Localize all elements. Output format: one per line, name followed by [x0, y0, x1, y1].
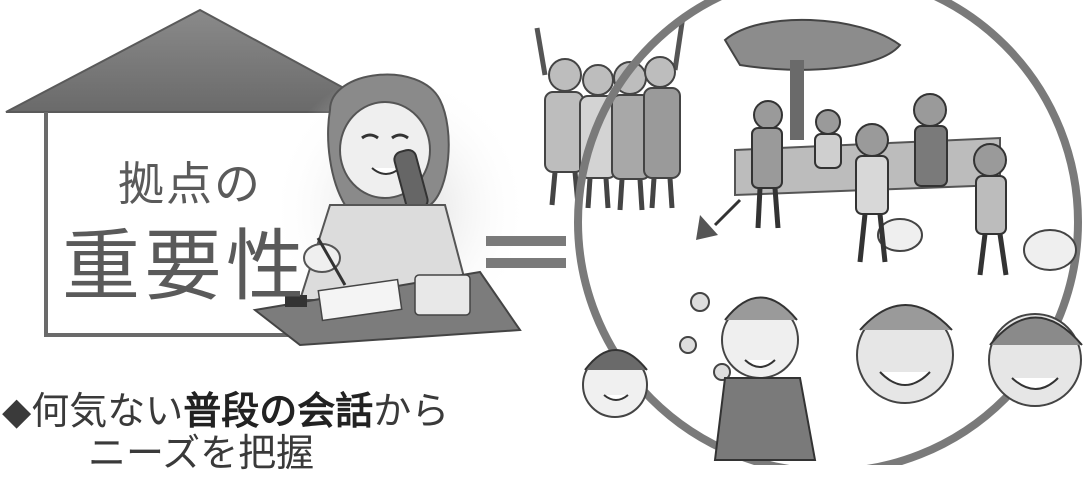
caption-bullet: ◆: [2, 389, 32, 433]
caption-line1: ◆何気ない普段の会話から: [2, 380, 449, 435]
equals-sign-icon: [486, 236, 566, 268]
community-circle: [574, 0, 1082, 465]
elderly-group-illustration: [534, 15, 686, 211]
house-title-line2: 重要性: [61, 222, 308, 312]
house-title-line1: 拠点の: [118, 157, 262, 211]
caption-text-bold: 普段の会話: [183, 389, 374, 433]
woman-on-phone-illustration: [252, 70, 530, 350]
laughing-people-illustration: [582, 292, 1083, 461]
house-icon: [5, 8, 389, 337]
illustration-scene: [5, 0, 1083, 465]
caption-line2: ニーズを把握: [88, 431, 315, 475]
park-cleanup-illustration: [696, 18, 1077, 276]
caption-text-pre: 何気ない: [31, 389, 184, 433]
caption-text-post: から: [373, 389, 450, 433]
